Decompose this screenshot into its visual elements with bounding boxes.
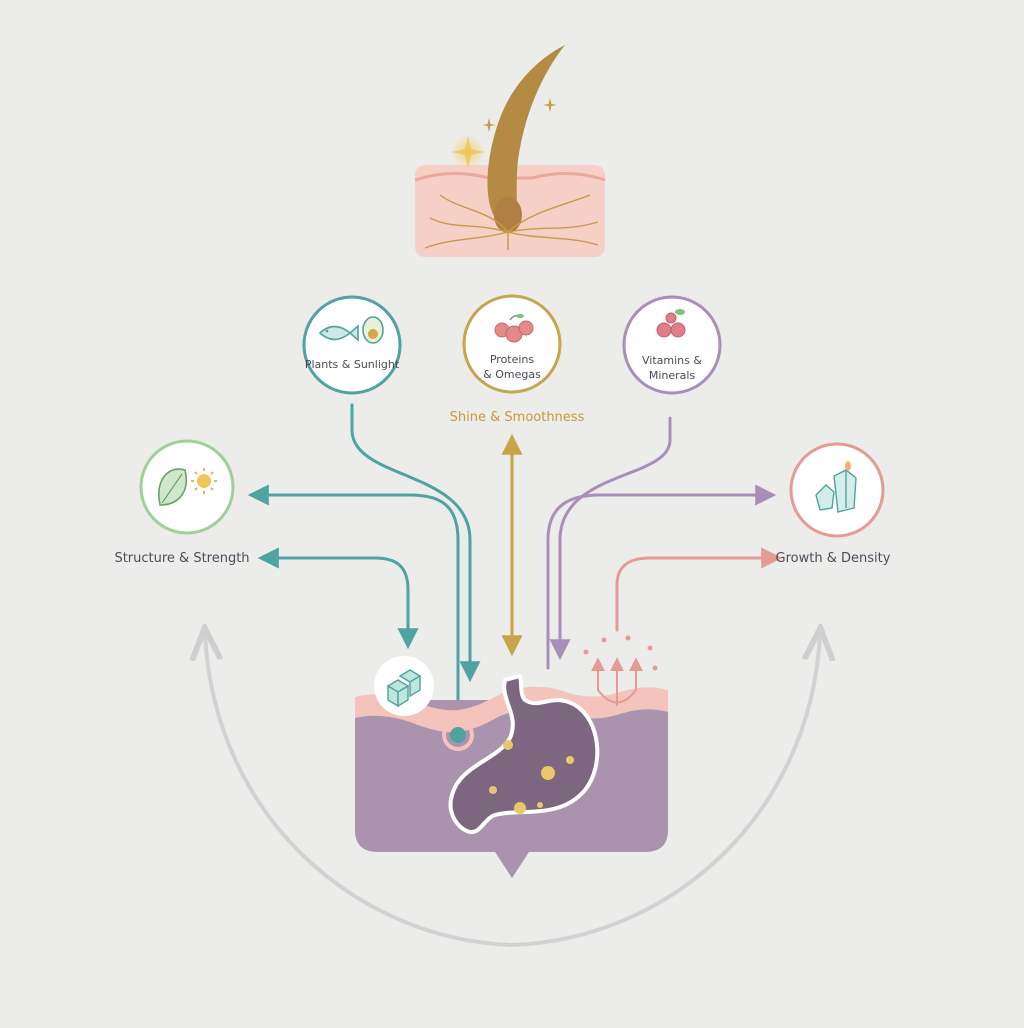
stomach-icon bbox=[448, 674, 600, 835]
proteins-omegas-node: Proteins & Omegas bbox=[462, 294, 562, 394]
plants-sunlight-node: Plants & Sunlight bbox=[302, 295, 402, 395]
shine-smoothness-label: Shine & Smoothness bbox=[450, 410, 585, 425]
hair-follicle-icon bbox=[414, 45, 606, 257]
structure-strength-label: Structure & Strength bbox=[114, 551, 249, 566]
growth-density-label: Growth & Density bbox=[776, 551, 891, 566]
vitamins-minerals-node: Vitamins & Minerals bbox=[622, 295, 722, 395]
purple-pathway bbox=[549, 416, 672, 661]
circulation-loop bbox=[205, 635, 820, 948]
cherries-icon bbox=[656, 309, 686, 338]
berries-icon bbox=[494, 314, 534, 343]
proteins-label-line1: Proteins bbox=[490, 353, 535, 366]
nutrient-pathways bbox=[247, 403, 783, 737]
sun-icon bbox=[191, 468, 217, 494]
leaf-icon bbox=[158, 468, 187, 506]
avocado-icon bbox=[362, 316, 384, 344]
growth-sparkles bbox=[583, 635, 658, 706]
purple-growth-arrow bbox=[546, 484, 777, 670]
fish-icon bbox=[318, 324, 359, 342]
coral-growth-arrow bbox=[615, 547, 783, 632]
structure-node bbox=[139, 439, 235, 535]
crystals-icon bbox=[815, 461, 857, 513]
vitamins-label-line2: Minerals bbox=[649, 369, 696, 382]
proteins-label-line2: & Omegas bbox=[483, 368, 541, 381]
vitamins-label-line1: Vitamins & bbox=[642, 354, 702, 367]
plants-sunlight-label: Plants & Sunlight bbox=[305, 358, 400, 371]
growth-node bbox=[789, 442, 885, 538]
cubes-icon bbox=[374, 656, 434, 716]
teal-pathway bbox=[350, 403, 481, 683]
teal-structure-arrow bbox=[247, 484, 460, 737]
teal-strength-arrow bbox=[257, 547, 419, 650]
